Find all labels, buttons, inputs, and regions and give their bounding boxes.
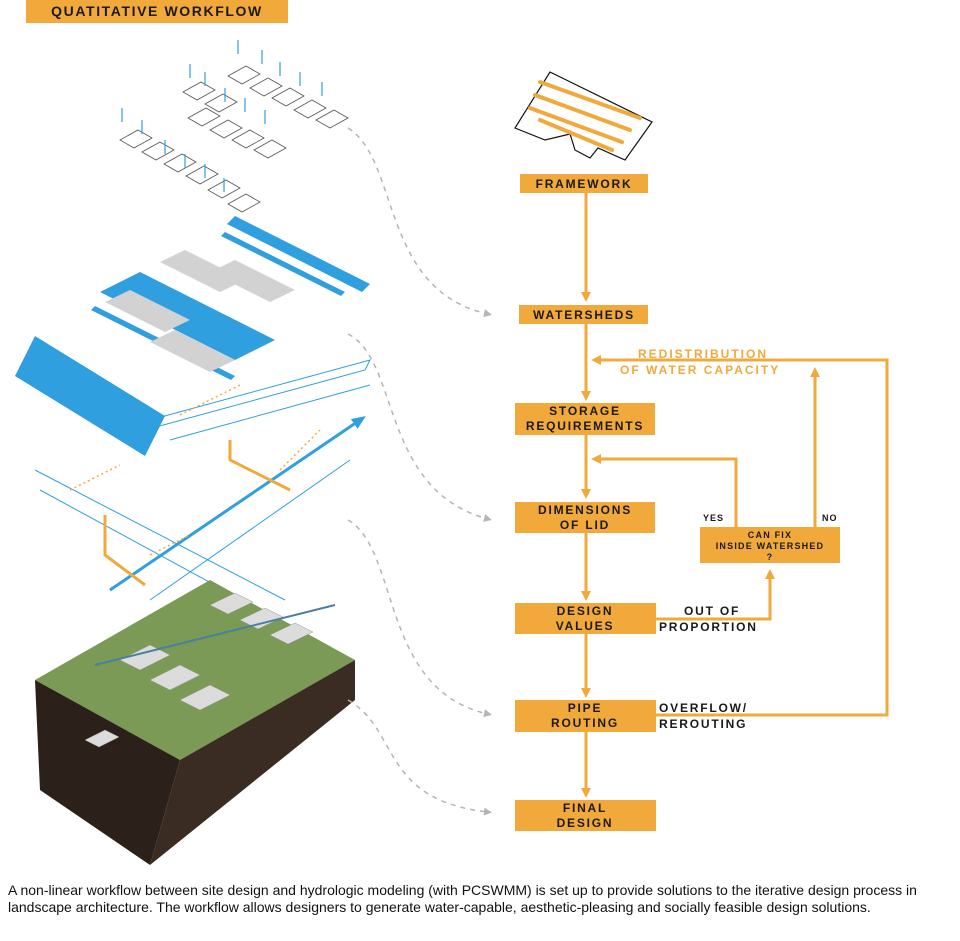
node-design-line1: DESIGN bbox=[557, 604, 614, 618]
node-lid-line1: DIMENSIONS bbox=[538, 503, 632, 517]
node-framework: FRAMEWORK bbox=[520, 174, 648, 193]
flow-edges bbox=[581, 193, 889, 798]
pipe-lines bbox=[103, 440, 291, 587]
node-storage: STORAGE REQUIREMENTS bbox=[515, 403, 655, 435]
label-redistribution-line1: REDISTRIBUTION bbox=[638, 347, 768, 361]
node-final-line1: FINAL bbox=[563, 801, 607, 815]
edge-canfix-yes bbox=[591, 454, 738, 527]
edge-overflow bbox=[591, 355, 889, 717]
node-design-line2: VALUES bbox=[556, 619, 615, 633]
layer-connectors bbox=[347, 127, 492, 816]
node-pipe: PIPE ROUTING bbox=[515, 700, 656, 732]
page-title: QUATITATIVE WORKFLOW bbox=[51, 3, 263, 19]
node-lid-line2: OF LID bbox=[560, 518, 610, 532]
label-redistribution-line2: OF WATER CAPACITY bbox=[620, 363, 780, 377]
node-final: FINAL DESIGN bbox=[515, 800, 656, 831]
node-pipe-line1: PIPE bbox=[568, 701, 603, 715]
node-canfix-line2: INSIDE WATERSHED bbox=[716, 541, 825, 551]
node-design: DESIGN VALUES bbox=[515, 603, 656, 634]
node-canfix-line1: CAN FIX bbox=[748, 530, 792, 540]
label-overflow-line1: OVERFLOW/ bbox=[659, 701, 748, 715]
node-storage-line1: STORAGE bbox=[549, 404, 621, 418]
building-row-1 bbox=[119, 65, 349, 213]
node-storage-line2: REQUIREMENTS bbox=[526, 419, 644, 433]
label-no: NO bbox=[822, 513, 838, 523]
label-overflow-line2: REROUTING bbox=[659, 717, 747, 731]
label-out-line1: OUT OF bbox=[684, 604, 740, 618]
label-yes: YES bbox=[703, 513, 724, 523]
node-pipe-line2: ROUTING bbox=[551, 716, 619, 730]
layer-buildings-top bbox=[119, 65, 349, 213]
dotted-connectors bbox=[69, 384, 321, 556]
node-lid: DIMENSIONS OF LID bbox=[515, 502, 655, 533]
label-out-line2: PROPORTION bbox=[659, 620, 758, 634]
rain-arrows bbox=[121, 40, 323, 192]
layer-impervious bbox=[15, 216, 370, 456]
edge-design-canfix bbox=[656, 569, 775, 621]
node-framework-label: FRAMEWORK bbox=[536, 177, 633, 191]
title-banner: QUATITATIVE WORKFLOW bbox=[26, 0, 288, 23]
workflow-diagram: FRAMEWORK WATERSHEDS STORAGE REQUIREMENT… bbox=[15, 40, 889, 865]
node-canfix: CAN FIX INSIDE WATERSHED ? bbox=[700, 527, 840, 563]
node-canfix-line3: ? bbox=[767, 552, 774, 562]
caption: A non-linear workflow between site desig… bbox=[8, 882, 917, 915]
site-block bbox=[35, 580, 355, 865]
node-final-line2: DESIGN bbox=[557, 816, 614, 830]
node-watersheds: WATERSHEDS bbox=[519, 305, 648, 324]
framework-icon bbox=[514, 71, 653, 161]
node-watersheds-label: WATERSHEDS bbox=[533, 308, 635, 322]
